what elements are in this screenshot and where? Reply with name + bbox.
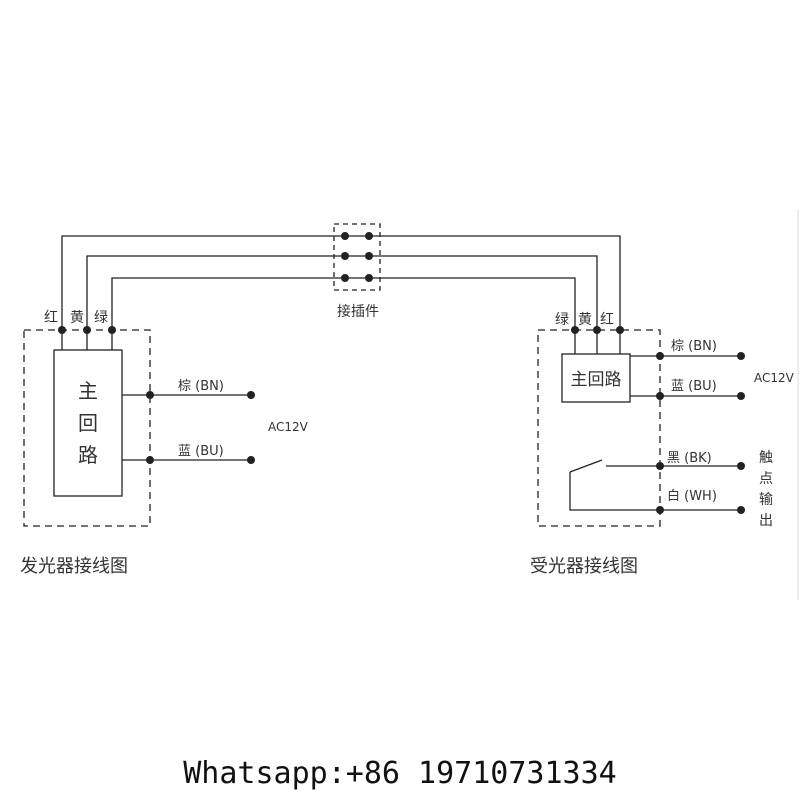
receiver-main-circuit-label: 主回路 <box>571 370 622 390</box>
connector-label: 接插件 <box>337 303 379 320</box>
emitter-label-green: 绿 <box>94 310 108 326</box>
receiver-white-label: 白 (WH) <box>667 488 717 504</box>
emitter-label-red: 红 <box>44 310 58 326</box>
receiver-black-label: 黑 (BK) <box>667 451 712 466</box>
emitter-output-terminals <box>146 391 255 464</box>
wire-red <box>61 235 621 350</box>
emitter-main-char-1: 主 <box>78 379 98 403</box>
receiver-label-green: 绿 <box>555 312 569 328</box>
emitter-power-label: AC12V <box>268 420 309 434</box>
emitter-main-char-3: 路 <box>78 443 98 467</box>
emitter-brown-label: 棕 (BN) <box>178 379 224 394</box>
whatsapp-contact: Whatsapp:+86 19710731334 <box>183 756 617 791</box>
receiver-label-yellow: 黄 <box>578 311 592 328</box>
receiver-contact-terminals <box>656 462 745 514</box>
emitter-label-yellow: 黄 <box>70 309 84 326</box>
emitter-main-circuit-box <box>53 349 123 497</box>
emitter-main-char-2: 回 <box>78 411 98 435</box>
contact-output-char-3: 输 <box>759 492 773 508</box>
wire-yellow <box>86 255 598 350</box>
receiver-caption: 受光器接线图 <box>530 556 638 577</box>
emitter-top-terminals <box>58 326 116 334</box>
receiver-power-terminals <box>656 352 745 400</box>
receiver-brown-label: 棕 (BN) <box>671 339 717 354</box>
relay-contact <box>569 459 741 511</box>
contact-output-char-4: 出 <box>759 513 773 529</box>
receiver-main-circuit-box <box>561 353 631 403</box>
connector-box <box>333 223 381 291</box>
contact-output-char-2: 点 <box>759 471 773 487</box>
receiver-blue-label: 蓝 (BU) <box>671 379 717 394</box>
emitter-caption: 发光器接线图 <box>20 556 128 577</box>
receiver-power-label: AC12V <box>754 371 795 385</box>
receiver-label-red: 红 <box>600 312 614 328</box>
connector-terminals <box>341 232 373 282</box>
emitter-blue-label: 蓝 (BU) <box>178 444 224 459</box>
receiver-top-terminals <box>571 326 624 334</box>
contact-output-char-1: 触 <box>759 450 773 466</box>
